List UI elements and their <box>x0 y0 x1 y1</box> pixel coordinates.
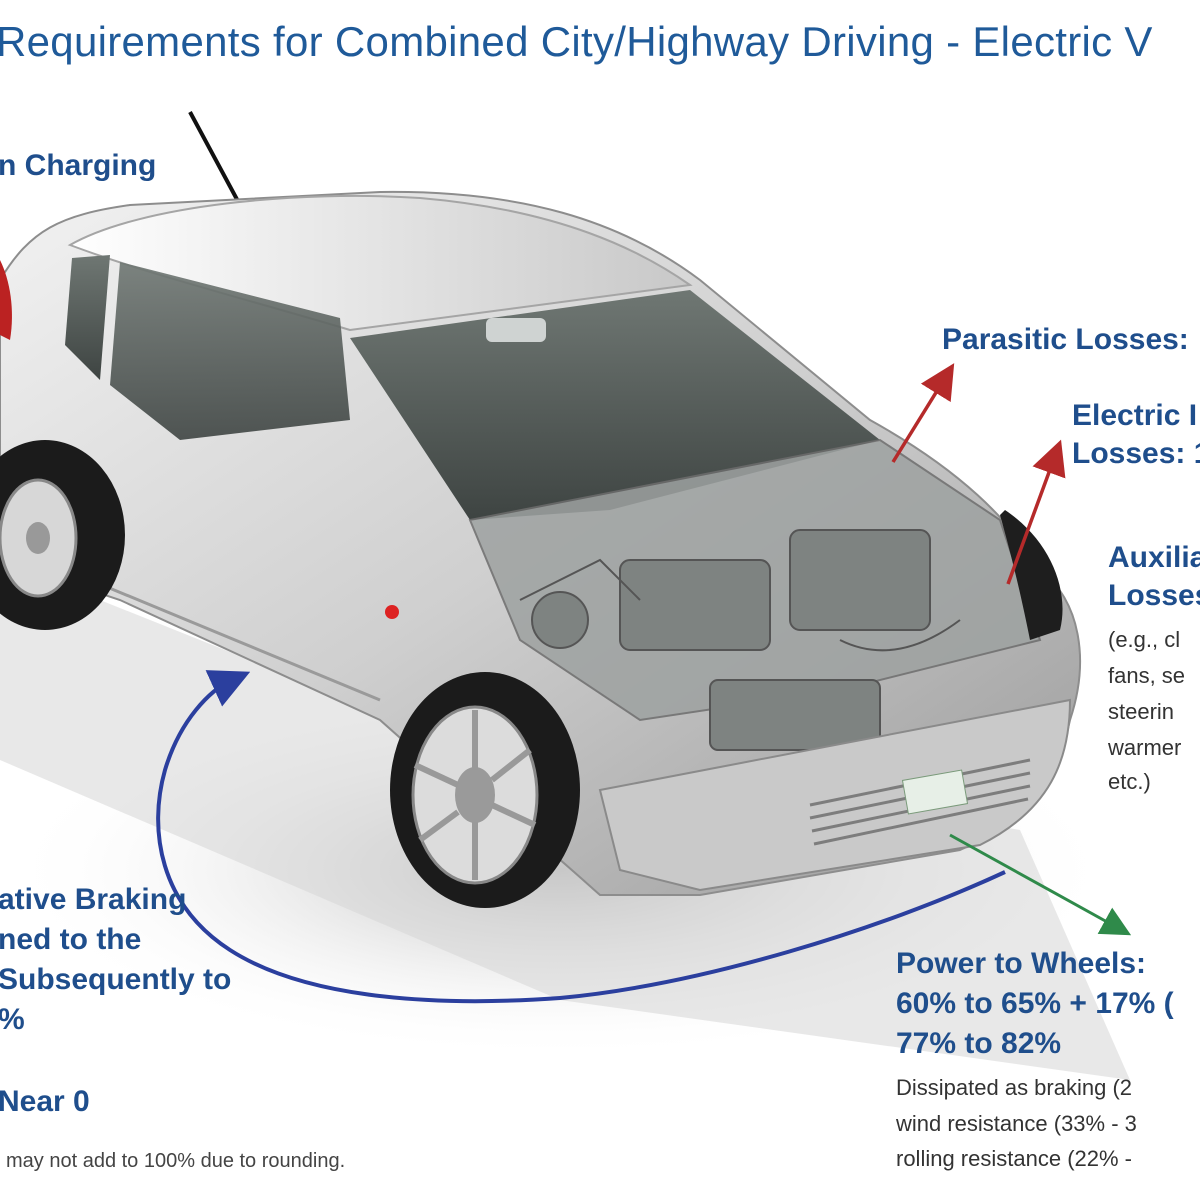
side-window-front <box>110 262 350 440</box>
side-window-rear <box>65 255 110 380</box>
engine-bay <box>519 529 961 751</box>
electric-loss-arrow <box>1006 439 1066 585</box>
auxiliary-detail-5: etc.) <box>1108 769 1151 794</box>
parasitic-losses-label: Parasitic Losses: <box>942 323 1189 356</box>
dissipated-rolling: rolling resistance (22% - <box>896 1146 1132 1171</box>
charging-label: n Charging <box>0 149 157 182</box>
power-to-wheels-line1: 60% to 65% + 17% ( <box>896 987 1174 1020</box>
electric-losses-line1: Electric I <box>1072 399 1198 432</box>
regen-label-line1: ative Braking <box>0 883 187 916</box>
door-sill <box>89 578 381 702</box>
tail-light <box>0 260 12 340</box>
footnote: may not add to 100% due to rounding. <box>6 1150 346 1172</box>
auxiliary-losses-line1: Auxilia <box>1108 541 1200 574</box>
rear-view-mirror <box>486 318 546 342</box>
dissipated-braking: Dissipated as braking (2 <box>896 1075 1133 1100</box>
power-to-wheels-arrow <box>949 833 1132 936</box>
auxiliary-detail-3: steerin <box>1108 699 1175 724</box>
regen-braking-arrow <box>156 670 1006 1004</box>
auxiliary-detail-2: fans, se <box>1108 663 1186 688</box>
dissipated-wind: wind resistance (33% - 3 <box>896 1111 1137 1136</box>
electric-losses-line2: Losses: 1 <box>1072 437 1200 470</box>
auxiliary-detail-4: warmer <box>1108 735 1182 760</box>
antenna <box>188 111 242 206</box>
headlight <box>1000 510 1063 640</box>
auxiliary-detail-1: (e.g., cl <box>1108 627 1181 652</box>
power-to-wheels-line2: 77% to 82% <box>896 1027 1062 1060</box>
regen-label-line3: Subsequently to <box>0 963 232 996</box>
rear-wheel <box>0 440 125 630</box>
side-marker <box>385 605 399 619</box>
near-zero-label: Near 0 <box>0 1085 90 1118</box>
regen-label-line2: ned to the <box>0 923 142 956</box>
license-plate <box>901 769 969 815</box>
front-wheel <box>390 672 580 908</box>
windshield <box>350 290 880 520</box>
auxiliary-losses-line2: Losses <box>1108 579 1200 612</box>
power-to-wheels-title: Power to Wheels: <box>896 947 1147 980</box>
front-bumper <box>598 698 1072 892</box>
parasitic-loss-arrow <box>891 363 955 463</box>
page-title: Requirements for Combined City/Highway D… <box>0 18 1153 65</box>
regen-label-line4: % <box>0 1003 25 1036</box>
